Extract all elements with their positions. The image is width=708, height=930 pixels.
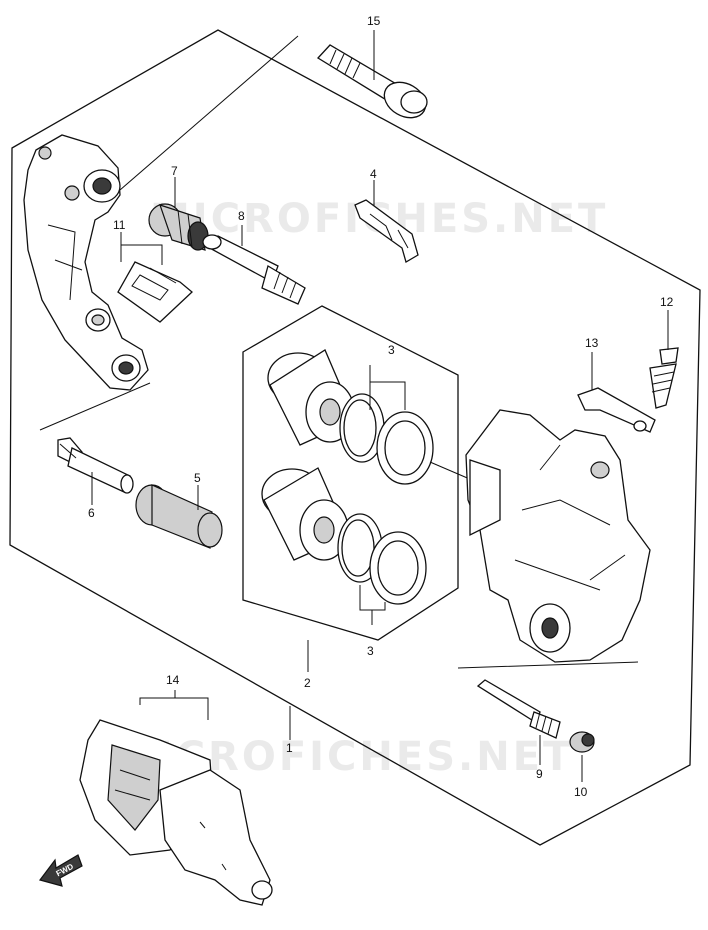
- piston-group-box: [242, 305, 459, 641]
- seal-upper: [339, 393, 385, 463]
- cap-13: [577, 387, 656, 433]
- plug-10: [569, 731, 595, 753]
- callout-10: 10: [574, 785, 588, 799]
- callout-9: 9: [536, 767, 543, 781]
- pin-6: [57, 437, 134, 494]
- pin-8: [202, 234, 306, 305]
- callout-11: 11: [113, 218, 126, 232]
- pin-9: [476, 679, 561, 739]
- pad-spring-11: [117, 261, 193, 323]
- assembly-outline: [9, 29, 701, 846]
- callout-2: 2: [304, 676, 311, 690]
- bolt-15: [316, 44, 428, 119]
- callout-6: 6: [88, 506, 95, 520]
- bleeder-12: [649, 347, 679, 409]
- piston-lower: [261, 467, 349, 561]
- caliper-group-outline: [39, 35, 639, 669]
- caliper-body: [465, 409, 651, 663]
- sleeve-5: [135, 484, 223, 549]
- forward-direction-arrow: FWD: [38, 854, 83, 887]
- callout-7: 7: [171, 164, 178, 178]
- callout-3-lower: 3: [367, 644, 374, 658]
- callout-8: 8: [238, 209, 245, 223]
- callout-15: 15: [367, 14, 381, 28]
- callout-4: 4: [370, 167, 377, 181]
- caliper-bracket: [23, 134, 149, 391]
- callout-12: 12: [660, 295, 674, 309]
- brake-pad-rear: [159, 769, 273, 906]
- callout-14: 14: [166, 673, 180, 687]
- callout-13: 13: [585, 336, 599, 350]
- dust-seal-upper: [376, 411, 434, 485]
- dust-seal-lower: [369, 531, 427, 605]
- callout-1: 1: [286, 741, 293, 755]
- callout-3-upper: 3: [388, 343, 395, 357]
- boot-7: [148, 203, 209, 251]
- callout-5: 5: [194, 471, 201, 485]
